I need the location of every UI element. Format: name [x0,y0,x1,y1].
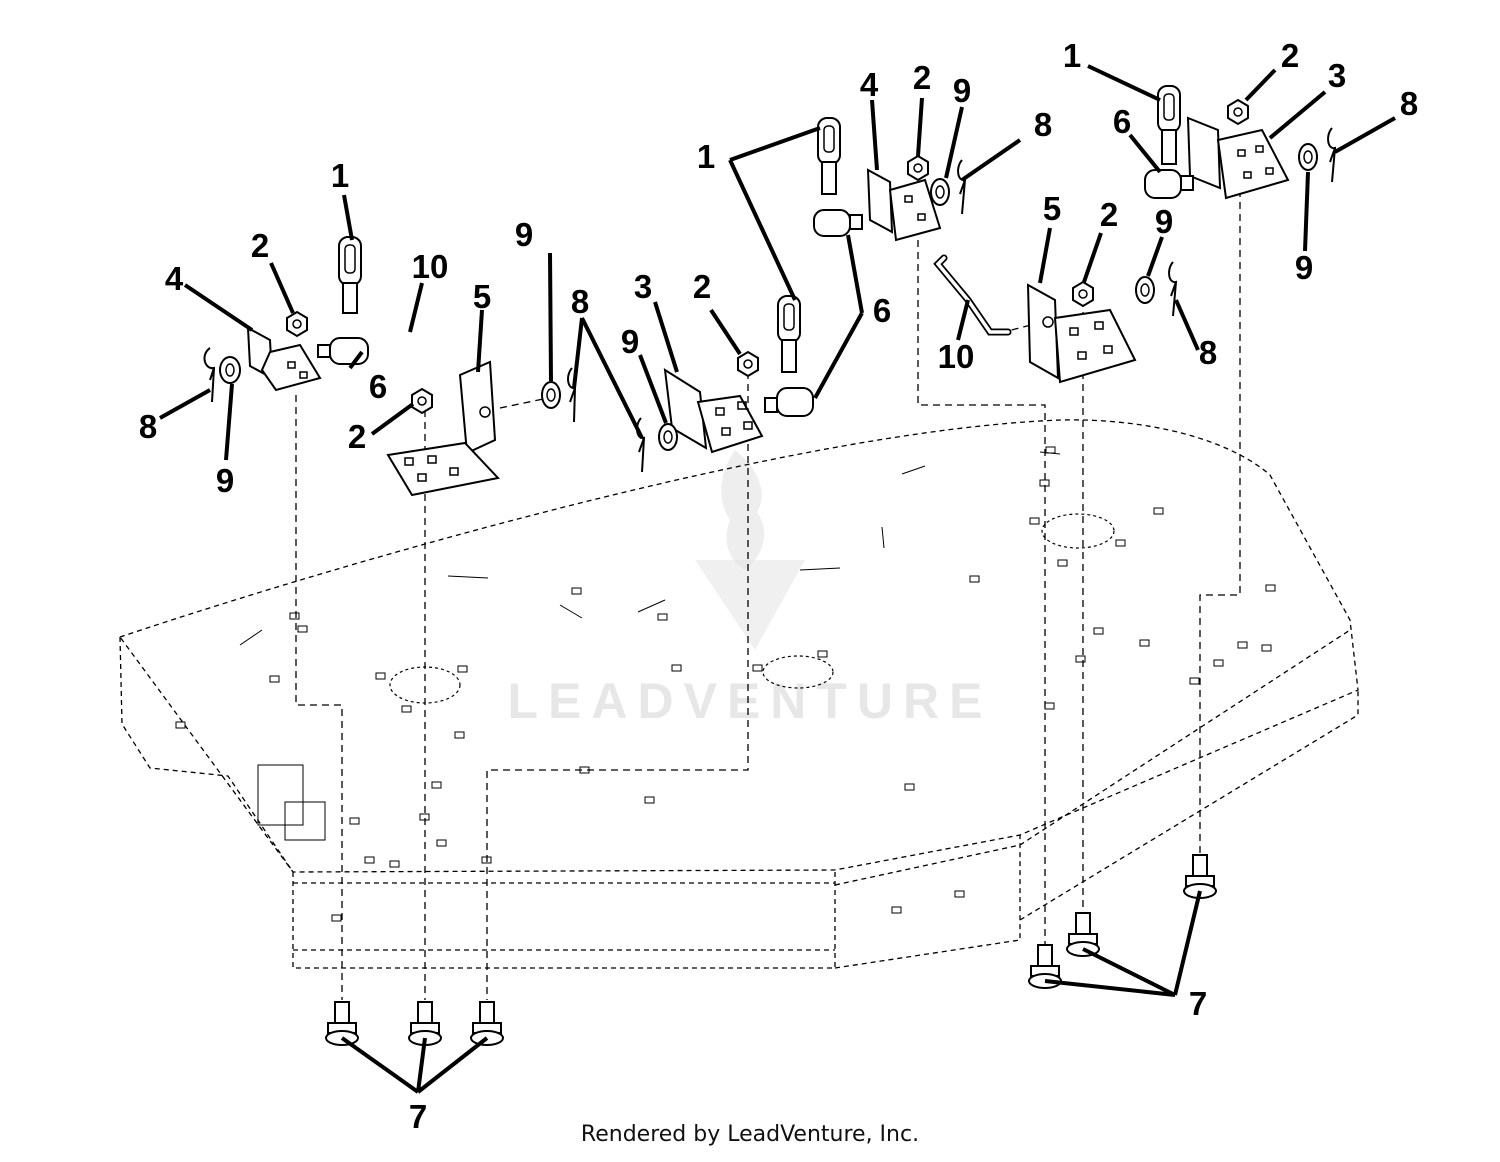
flange-nut [1072,280,1094,308]
callout-2: 2 [913,59,931,96]
callout-6: 6 [369,368,387,405]
latch-rod [369,278,442,364]
deck-spindle-hole-center [762,655,834,689]
watermark-text: LEADVENTURE [507,673,992,729]
washer [1135,276,1155,304]
callout-4: 4 [860,66,879,103]
eye-bolt [338,236,362,314]
callout-6: 6 [1113,103,1131,140]
callout-3: 3 [634,268,652,305]
eye-bolt [817,117,841,195]
callout-2: 2 [348,418,366,455]
callout-8: 8 [571,283,589,320]
bracket [1186,116,1290,200]
callout-8: 8 [1034,106,1052,143]
hairpin-clip [1327,127,1337,183]
callout-9: 9 [953,72,971,109]
callout-9: 9 [621,323,639,360]
eye-bolt [777,295,801,373]
callout-9: 9 [216,462,234,499]
latch-rod [933,254,1012,336]
callout-8-alt: 8 [1199,334,1217,371]
callout-1: 1 [1063,37,1081,74]
washer [541,381,561,409]
flange-nut [411,387,433,415]
washer [658,423,678,451]
hairpin-clip [1168,261,1178,317]
watermark: LEADVENTURE [507,450,992,729]
callout-2: 2 [251,227,269,264]
callout-labels: 1 1 1 1 2 2 2 2 2 2 3 3 4 4 5 5 6 6 6 7 … [139,37,1418,1135]
hairpin-clip [203,347,216,403]
callout-2: 2 [1281,37,1299,74]
callout-8: 8 [139,408,157,445]
callout-7: 7 [1189,985,1207,1022]
deck-spindle-hole-right [1041,513,1115,549]
flange-nut [286,310,308,338]
assembly-lines [295,190,1241,1000]
eye-bolt [1157,85,1181,165]
hairpin-clip [957,159,967,215]
bracket [663,368,764,454]
washer [219,356,241,384]
leader-lines [159,64,1396,1094]
mower-deck [118,419,1359,969]
callout-5: 5 [473,278,491,315]
deck-pin [1144,169,1194,199]
bracket [866,168,942,242]
callout-1: 1 [697,138,715,175]
callout-7: 7 [409,1098,427,1135]
deck-pin [764,387,814,417]
callout-4: 4 [165,260,184,297]
flange-nut [737,350,759,378]
callout-9: 9 [515,216,533,253]
carriage-bolt [408,1001,442,1046]
callout-5: 5 [1043,190,1061,227]
flange-nut [907,154,929,182]
carriage-bolt [1183,854,1217,899]
deck-spindle-hole-left [389,666,461,704]
watermark-flame-icon [721,450,765,570]
callout-6: 6 [873,292,891,329]
washer [930,178,950,206]
callout-2: 2 [1100,196,1118,233]
bracket [386,360,500,497]
callout-2: 2 [693,268,711,305]
callout-1: 1 [331,157,349,194]
footer-credit: Rendered by LeadVenture, Inc. [580,1122,920,1147]
bracket [1026,283,1137,384]
callout-10: 10 [938,338,975,375]
callout-9: 9 [1295,249,1313,286]
bracket [246,326,322,392]
callout-8: 8 [1400,85,1418,122]
watermark-v-icon [695,560,805,650]
washer [1298,143,1318,171]
flange-nut [1227,98,1249,126]
callout-9: 9 [1155,203,1173,240]
callout-3: 3 [1328,57,1346,94]
callout-10: 10 [412,248,449,285]
deck-pin [813,209,863,237]
